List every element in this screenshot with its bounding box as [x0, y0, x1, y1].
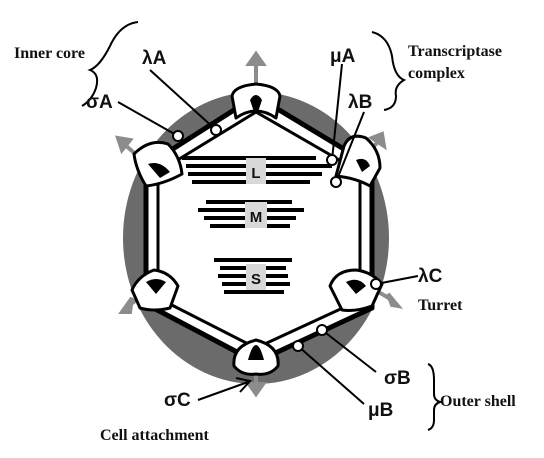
protein-sigma-b-label: σB	[384, 368, 411, 389]
marker-mu-b	[292, 340, 304, 352]
genome-large-label-box	[246, 158, 266, 184]
genome-small-label: S	[251, 271, 261, 288]
marker-sigma-a	[172, 130, 184, 142]
transcriptase-complex-label-line1: Transcriptase	[408, 43, 502, 60]
leader-lambda-c	[375, 275, 419, 285]
marker-mu-a	[326, 154, 338, 166]
outer-shell-label: Outer shell	[440, 393, 516, 410]
protein-mu-a-label: μA	[330, 46, 356, 67]
leader-sigma-b	[321, 329, 377, 373]
marker-lambda-a	[210, 124, 222, 136]
cell-attachment-arrow-head	[235, 377, 252, 393]
inner-core-label: Inner core	[14, 45, 85, 62]
turret-inner-marks	[146, 95, 370, 360]
protein-mu-b-label: μB	[368, 400, 393, 421]
transcriptase-complex-label-line2: complex	[408, 65, 465, 82]
genome-large-label: L	[251, 165, 260, 182]
leader-lambda-a	[149, 69, 217, 131]
protein-lambda-a-label: λA	[142, 48, 167, 69]
genome-medium-label-box	[245, 202, 267, 228]
protein-sigma-c-label: σC	[164, 390, 191, 411]
cell-attachment-label: Cell attachment	[100, 427, 210, 444]
marker-lambda-c	[370, 278, 382, 290]
genome-medium-label: M	[250, 209, 263, 226]
leader-sigma-a	[117, 101, 179, 137]
leader-lambda-b	[335, 111, 365, 183]
protein-lambda-c-label: λC	[418, 266, 443, 287]
spike-bottom-left-head	[118, 296, 134, 314]
transcriptase-complex-brace	[371, 31, 407, 111]
marker-lambda-b	[330, 176, 342, 188]
leader-mu-a	[331, 63, 343, 161]
marker-sigma-b	[316, 324, 328, 336]
leader-mu-b	[297, 345, 365, 405]
genome-small-label-box	[246, 264, 266, 290]
cell-attachment-arrow-line	[197, 381, 249, 401]
protein-sigma-a-label: σA	[86, 92, 113, 113]
spike-top-right-head	[367, 131, 387, 151]
spike-top-left-head	[115, 135, 134, 155]
spike-top-head	[245, 50, 267, 66]
spike-bottom-head	[245, 382, 267, 398]
turret-label: Turret	[418, 297, 463, 314]
spike-bottom-right-head	[386, 292, 403, 309]
protein-lambda-b-label: λB	[348, 92, 372, 113]
inner-core-brace	[81, 21, 139, 107]
outer-shell-brace	[427, 363, 444, 431]
